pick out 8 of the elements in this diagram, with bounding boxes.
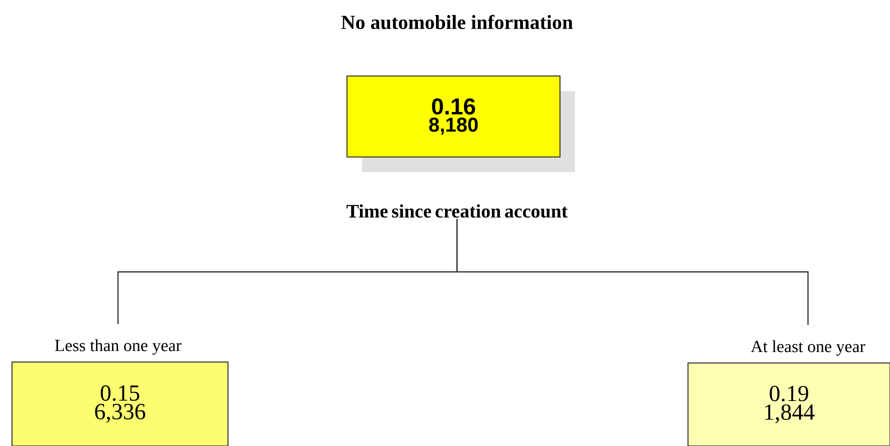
- process-box: 0.15 6,336: [12, 362, 228, 446]
- process-box: 0.19 1,844: [688, 362, 890, 446]
- process-box: 0.16 8,180: [346, 76, 575, 172]
- tree-connector: [456, 218, 809, 326]
- node-heading: No automobile information: [341, 14, 573, 30]
- node-heading: Less than one year: [55, 339, 182, 355]
- node-heading: At least one year: [750, 340, 866, 356]
- split-label: Time since creation account: [346, 204, 568, 218]
